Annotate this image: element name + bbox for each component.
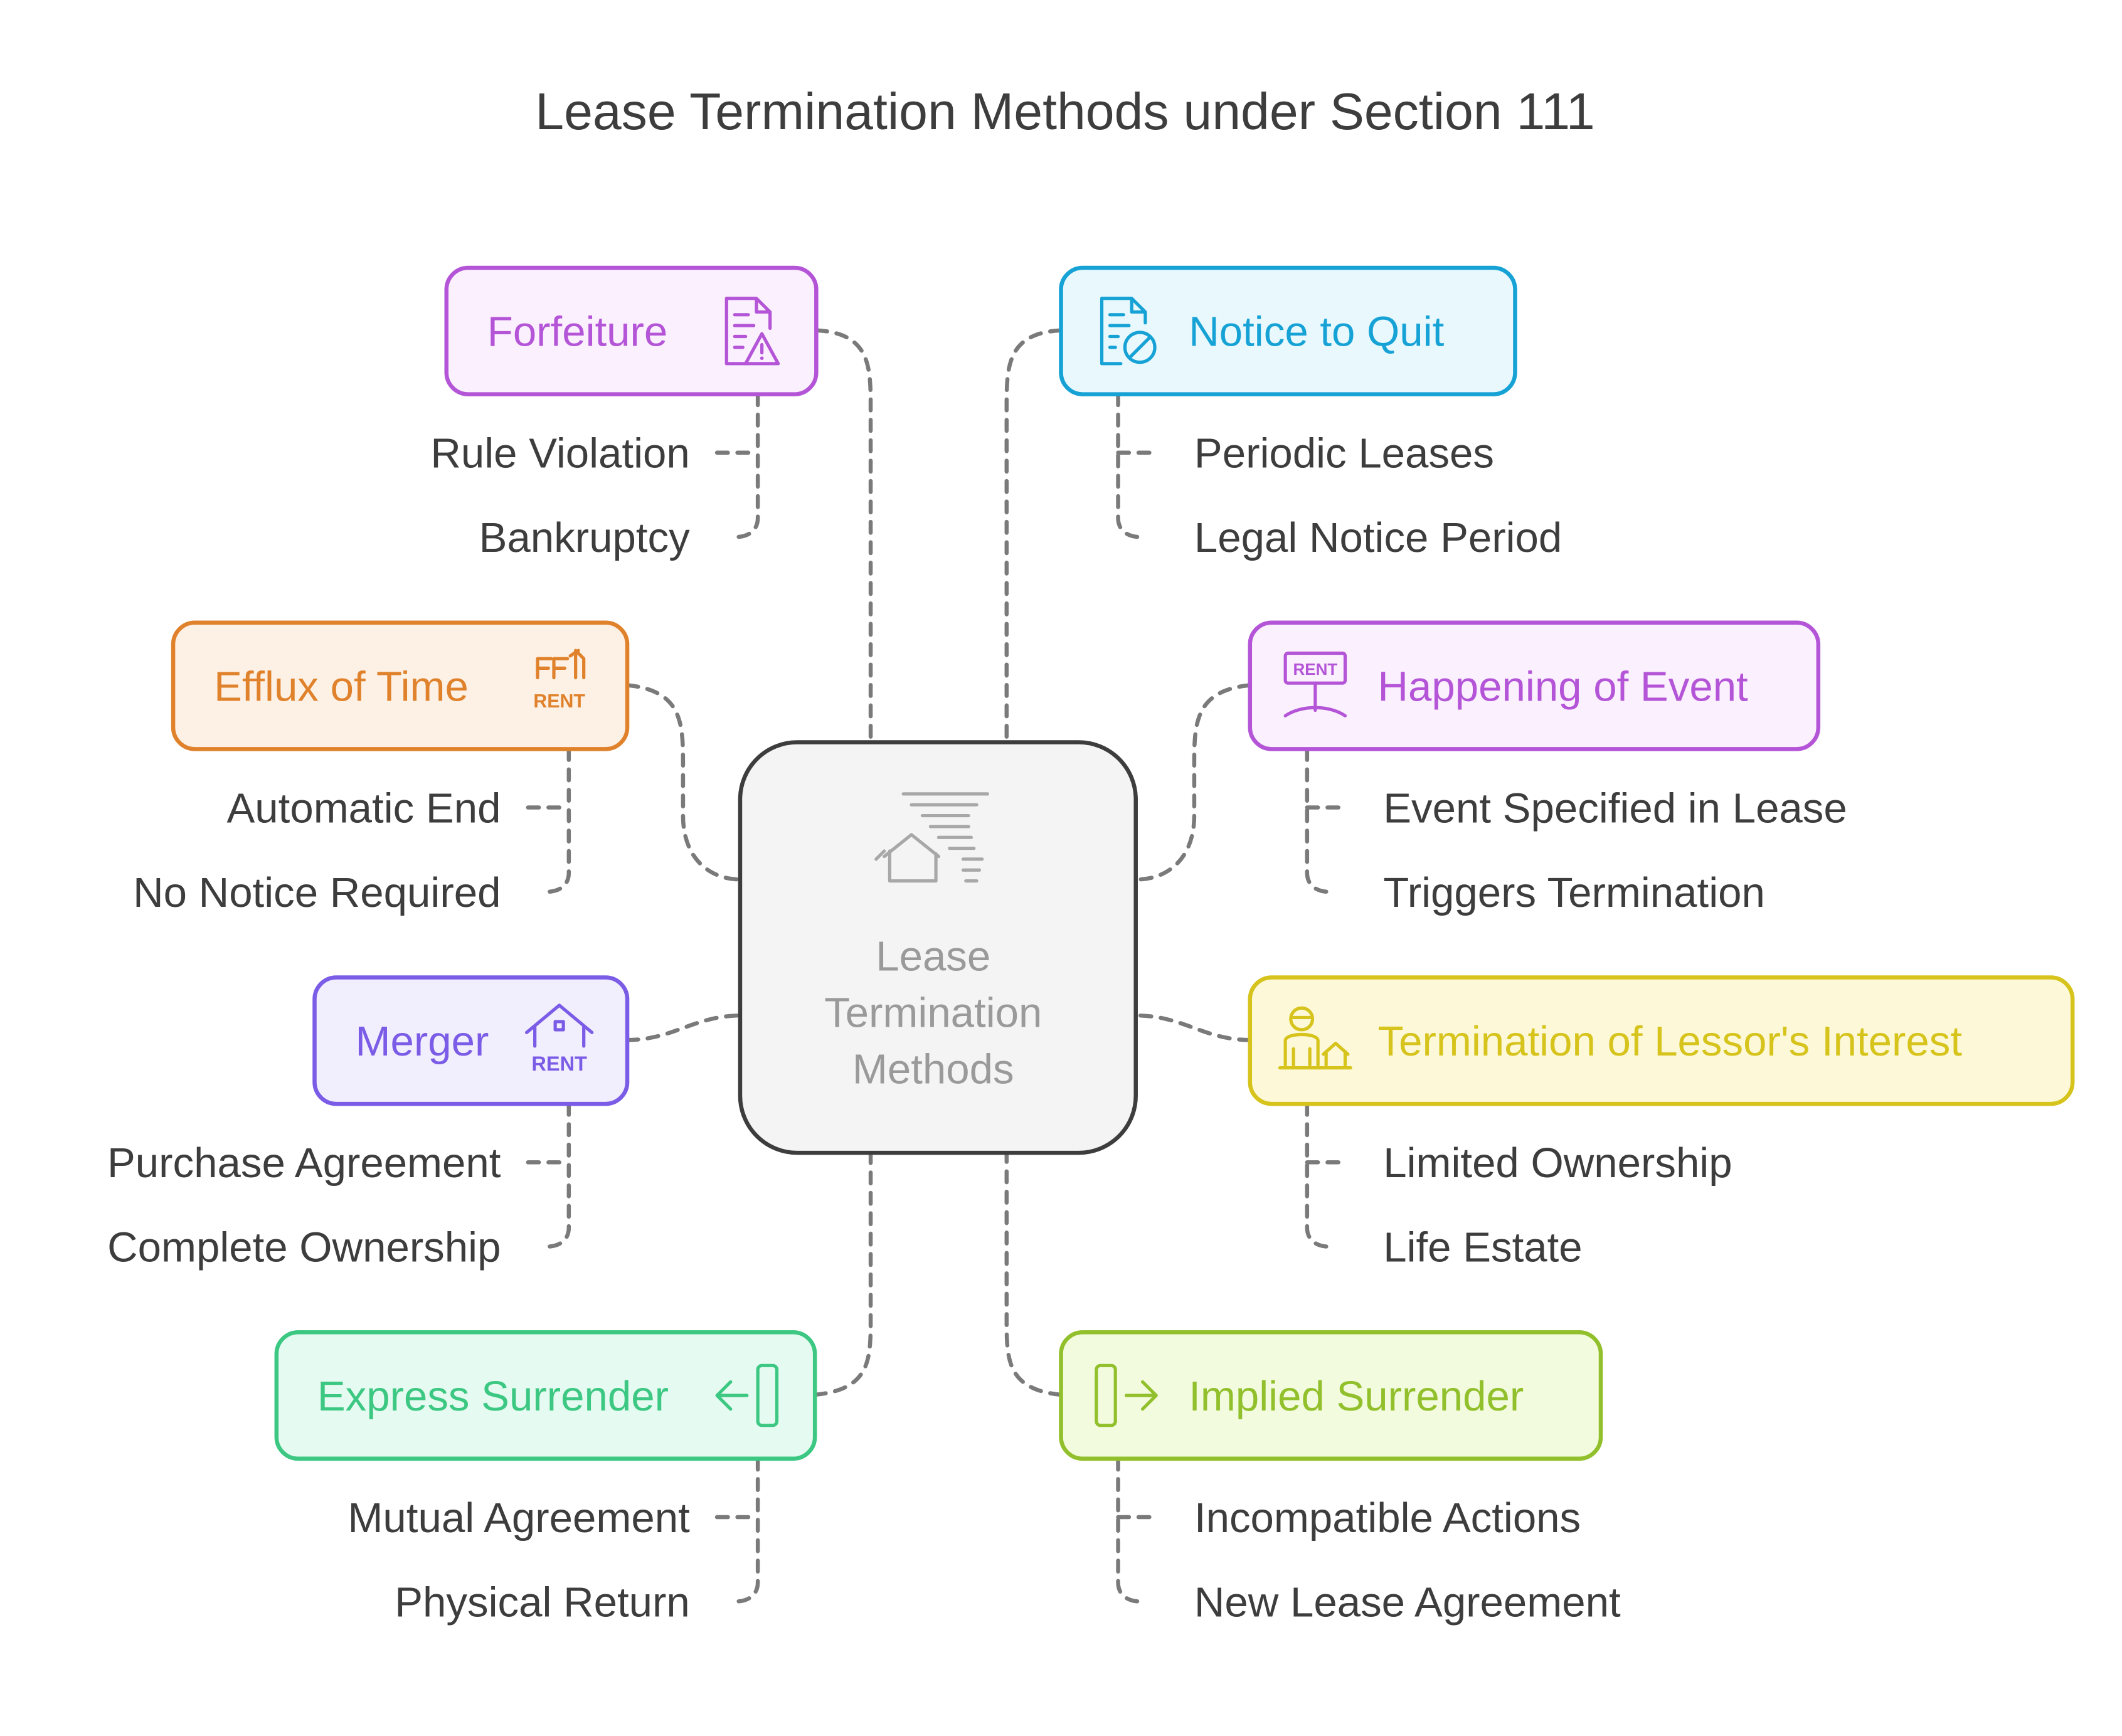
sub-item: Event Specified in Lease — [1383, 785, 1847, 832]
sub-item: Limited Ownership — [1383, 1140, 1732, 1187]
connector-merger — [625, 1013, 744, 1042]
branch-trunk-forfeiture — [734, 392, 760, 539]
branch-trunk-notice-to-quit — [1116, 392, 1142, 539]
person-house-icon — [1278, 1006, 1352, 1070]
branch-trunk-happening-of-event — [1305, 747, 1331, 894]
connector-happening-of-event — [1133, 683, 1253, 882]
sub-item: Complete Ownership — [107, 1224, 501, 1271]
method-label: Notice to Quit — [1189, 309, 1444, 356]
method-label: Merger — [356, 1018, 489, 1065]
sub-item: Incompatible Actions — [1194, 1495, 1581, 1542]
method-box[interactable] — [1059, 1330, 1603, 1461]
arrow-out-door-icon — [1095, 1363, 1158, 1427]
method-box[interactable] — [444, 265, 819, 396]
branch-trunk-implied-surrender — [1116, 1456, 1142, 1604]
sub-item: Physical Return — [395, 1579, 690, 1626]
sub-item: Automatic End — [227, 785, 501, 832]
connector-layer — [526, 328, 1350, 1604]
connector-efflux-of-time — [625, 683, 744, 882]
method-label: Implied Surrender — [1189, 1373, 1524, 1420]
method-box[interactable] — [1248, 620, 1821, 751]
house-rent-icon: RENT — [525, 1003, 594, 1075]
tornado-house-icon — [874, 792, 990, 883]
center-node-box — [738, 740, 1138, 1155]
method-label: Termination of Lessor's Interest — [1378, 1018, 1963, 1065]
method-box[interactable] — [1248, 975, 2075, 1106]
method-label: Forfeiture — [487, 309, 668, 356]
branch-trunk-termination-of-lessor-s-interest — [1305, 1101, 1331, 1249]
method-label: Express Surrender — [317, 1373, 669, 1420]
sub-item: New Lease Agreement — [1194, 1579, 1621, 1626]
page-title: Lease Termination Methods under Section … — [535, 83, 1594, 140]
method-box[interactable] — [274, 1330, 817, 1461]
method-box[interactable] — [171, 620, 630, 751]
center-label-line: Methods — [852, 1046, 1014, 1093]
document-warning-icon — [724, 297, 780, 366]
sub-item: Mutual Agreement — [347, 1495, 690, 1542]
rent-sign-icon: RENT — [533, 648, 585, 712]
method-box[interactable] — [312, 975, 630, 1106]
method-label: Happening of Event — [1378, 663, 1749, 710]
branch-trunk-merger — [544, 1101, 571, 1249]
arrow-into-door-icon — [715, 1363, 779, 1427]
connector-notice-to-quit — [1004, 328, 1063, 743]
connector-implied-surrender — [1004, 1150, 1063, 1397]
branch-trunk-express-surrender — [734, 1456, 760, 1604]
sub-item: Triggers Termination — [1383, 869, 1765, 916]
center-label-line: Lease — [876, 933, 990, 980]
svg-text:RENT: RENT — [533, 691, 585, 712]
branch-trunk-efflux-of-time — [544, 747, 571, 894]
connector-express-surrender — [812, 1150, 873, 1397]
method-box[interactable] — [1059, 265, 1517, 396]
svg-text:RENT: RENT — [1293, 660, 1337, 679]
sub-item: Periodic Leases — [1194, 430, 1494, 477]
method-node-termination-of-lessor-s-interest[interactable]: Termination of Lessor's InterestLimited … — [1248, 975, 2075, 1271]
method-label: Efflux of Time — [214, 663, 469, 710]
rent-board-icon: RENT — [1283, 651, 1347, 717]
sub-item: Life Estate — [1383, 1224, 1582, 1271]
sub-item: No Notice Required — [133, 869, 501, 916]
sub-item: Rule Violation — [430, 430, 689, 477]
svg-text:RENT: RENT — [531, 1052, 587, 1075]
center-label-line: Termination — [824, 990, 1042, 1037]
sub-item: Purchase Agreement — [107, 1140, 501, 1187]
connector-termination-of-lessor-s-interest — [1133, 1013, 1253, 1042]
document-prohibited-icon — [1100, 297, 1157, 366]
sub-item: Legal Notice Period — [1194, 514, 1562, 561]
connector-forfeiture — [814, 328, 873, 743]
sub-item: Bankruptcy — [479, 514, 691, 561]
